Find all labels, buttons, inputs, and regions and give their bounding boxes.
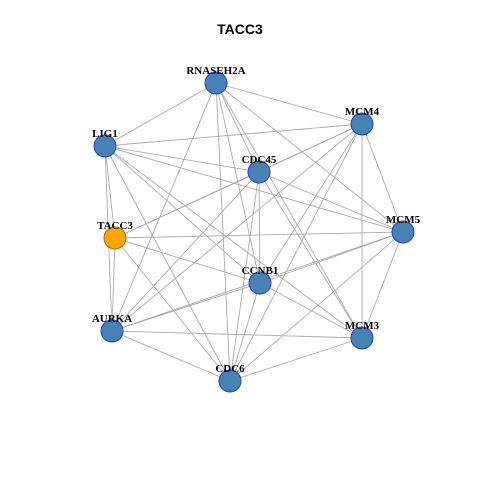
edge-aurka-mcm3 <box>111 330 363 339</box>
edge-rnaseh2a-cdc6 <box>215 82 231 382</box>
node-lig1[interactable] <box>93 134 117 158</box>
edge-cdc45-tacc3 <box>114 171 260 239</box>
edge-aurka-cdc6 <box>111 330 231 382</box>
node-mcm4[interactable] <box>350 112 374 136</box>
node-mcm5[interactable] <box>391 220 415 244</box>
node-label-lig1: LIG1 <box>92 128 118 140</box>
node-mcm3[interactable] <box>350 326 374 350</box>
edge-mcm4-cdc6 <box>229 123 363 382</box>
edge-cdc45-mcm3 <box>258 171 363 339</box>
edge-lig1-ccnb1 <box>104 145 261 284</box>
edge-mcm4-lig1 <box>104 123 363 147</box>
edge-mcm4-ccnb1 <box>259 123 363 284</box>
node-ccnb1[interactable] <box>248 271 272 295</box>
edge-tacc3-aurka <box>111 237 116 332</box>
node-label-cdc45: CDC45 <box>242 154 277 166</box>
edge-tacc3-mcm5 <box>114 231 404 239</box>
edge-mcm5-cdc6 <box>229 231 404 382</box>
edge-rnaseh2a-mcm3 <box>215 82 363 339</box>
edge-mcm4-mcm5 <box>361 123 404 233</box>
edge-rnaseh2a-ccnb1 <box>215 82 261 284</box>
edge-rnaseh2a-cdc45 <box>215 82 260 173</box>
node-label-tacc3: TACC3 <box>97 220 133 232</box>
node-label-mcm5: MCM5 <box>386 214 421 226</box>
node-rnaseh2a[interactable] <box>204 71 228 95</box>
edge-cdc45-cdc6 <box>229 171 260 382</box>
edge-tacc3-ccnb1 <box>114 237 261 284</box>
edge-tacc3-cdc6 <box>114 237 231 382</box>
node-cdc45[interactable] <box>247 160 271 184</box>
edge-rnaseh2a-mcm5 <box>215 82 404 233</box>
edge-layer <box>104 82 404 382</box>
edge-mcm3-cdc6 <box>229 337 363 382</box>
node-label-rnaseh2a: RNASEH2A <box>186 65 245 77</box>
edge-ccnb1-aurka <box>111 282 261 332</box>
node-tacc3[interactable] <box>103 226 127 250</box>
node-layer <box>93 71 415 393</box>
edge-cdc45-aurka <box>111 171 260 332</box>
edge-rnaseh2a-lig1 <box>104 82 217 147</box>
edge-ccnb1-mcm3 <box>259 282 363 339</box>
edge-cdc45-mcm5 <box>258 171 404 233</box>
node-label-mcm4: MCM4 <box>345 106 380 118</box>
edge-mcm4-aurka <box>111 123 363 332</box>
node-cdc6[interactable] <box>218 369 242 393</box>
node-aurka[interactable] <box>100 319 124 343</box>
figure-title: TACC3 <box>217 21 263 37</box>
node-label-aurka: AURKA <box>92 313 132 325</box>
edge-lig1-cdc45 <box>104 145 260 173</box>
edge-cdc45-ccnb1 <box>258 171 261 284</box>
edge-lig1-mcm3 <box>104 145 363 339</box>
node-label-ccnb1: CCNB1 <box>242 265 279 277</box>
edge-lig1-tacc3 <box>104 145 116 239</box>
edge-mcm5-mcm3 <box>361 231 404 339</box>
edge-ccnb1-cdc6 <box>229 282 261 382</box>
node-label-cdc6: CDC6 <box>215 363 245 375</box>
edge-rnaseh2a-mcm4 <box>215 82 363 125</box>
node-label-mcm3: MCM3 <box>345 320 380 332</box>
edge-rnaseh2a-aurka <box>111 82 217 332</box>
edge-lig1-mcm5 <box>104 145 404 233</box>
edge-lig1-cdc6 <box>104 145 231 382</box>
